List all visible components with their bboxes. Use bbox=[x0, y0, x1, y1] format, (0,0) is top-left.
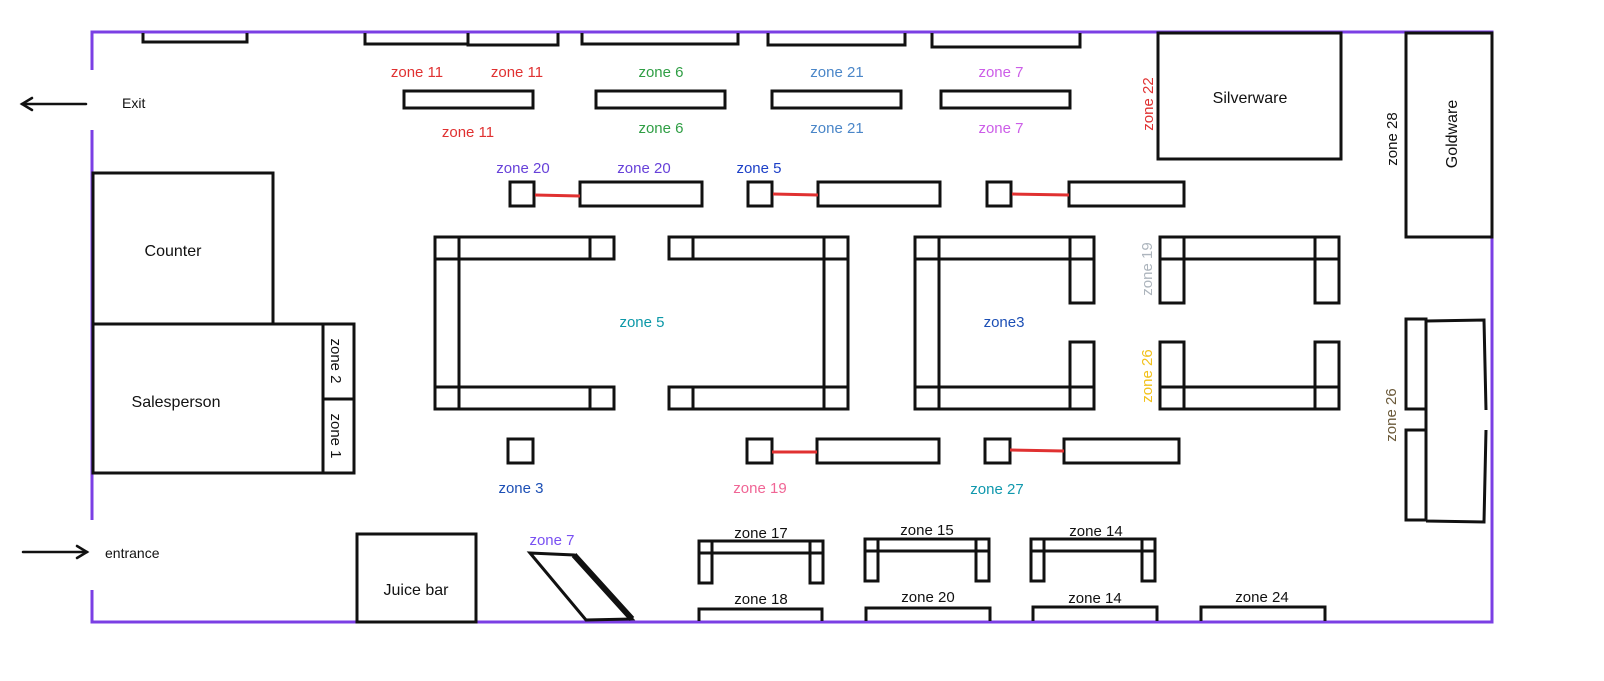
long-shelf bbox=[1067, 180, 1186, 208]
small-stand bbox=[983, 437, 1012, 465]
zone7-bottom-label: zone 7 bbox=[529, 532, 574, 549]
zone20-label: zone 20 bbox=[496, 160, 549, 177]
exit-arrow-icon bbox=[19, 96, 88, 112]
zone17-label: zone 17 bbox=[734, 525, 787, 542]
long-shelf bbox=[816, 180, 942, 208]
shelf-zone11 bbox=[402, 89, 535, 110]
table-shelf-zone14 bbox=[1029, 537, 1157, 583]
wall-shelf-right bbox=[1404, 428, 1428, 522]
zone21-label: zone 21 bbox=[810, 64, 863, 81]
zone14-label: zone 14 bbox=[1069, 523, 1122, 540]
shelf-zone21 bbox=[770, 89, 903, 110]
wall-shelf bbox=[930, 33, 1082, 49]
wall-shelf bbox=[766, 33, 907, 47]
zone6-label: zone 6 bbox=[638, 64, 683, 81]
shelf-block-a bbox=[433, 235, 616, 411]
slanted-shelf-edge bbox=[571, 552, 635, 622]
long-shelf bbox=[815, 437, 941, 465]
zone19-label: zone 19 bbox=[733, 480, 786, 497]
entrance-label: entrance bbox=[105, 545, 160, 561]
wall-shelf bbox=[363, 33, 470, 46]
small-stand bbox=[508, 180, 536, 208]
connector bbox=[1011, 192, 1070, 197]
wall-shelf-right bbox=[1404, 317, 1428, 411]
shelf-block-d bbox=[1158, 235, 1341, 411]
zone11-label: zone 11 bbox=[442, 124, 494, 141]
small-stand bbox=[985, 180, 1013, 208]
goldware-section bbox=[1404, 31, 1494, 239]
connector bbox=[772, 192, 819, 197]
zone2-label: zone 2 bbox=[327, 338, 344, 383]
zone20-bottom-label: zone 20 bbox=[901, 589, 954, 606]
connector bbox=[1009, 448, 1065, 453]
salesperson-label: Salesperson bbox=[132, 394, 221, 411]
shelf-block-b bbox=[667, 235, 850, 411]
goldware-label: Goldware bbox=[1444, 100, 1461, 169]
table-shelf-zone15 bbox=[863, 537, 991, 583]
zone27-label: zone 27 bbox=[970, 481, 1023, 498]
zone21-label: zone 21 bbox=[810, 120, 863, 137]
zone20-label: zone 20 bbox=[617, 160, 670, 177]
wall-shelf-zone18 bbox=[697, 607, 824, 621]
table-shelf-zone17 bbox=[697, 539, 825, 585]
wall-shelf-zone14 bbox=[1031, 605, 1159, 621]
zone26-side-label: zone 26 bbox=[1139, 349, 1156, 402]
zone5-center-label: zone 5 bbox=[619, 314, 664, 331]
small-stand bbox=[506, 437, 535, 465]
zone1-label: zone 1 bbox=[327, 413, 344, 458]
zone7-label: zone 7 bbox=[978, 120, 1023, 137]
zone19-side-label: zone 19 bbox=[1139, 242, 1156, 295]
small-stand bbox=[746, 180, 774, 208]
wall-shelf bbox=[466, 33, 560, 47]
zone24-label: zone 24 bbox=[1235, 589, 1288, 606]
long-shelf bbox=[1062, 437, 1181, 465]
shelf-zone7 bbox=[939, 89, 1072, 110]
exit-label: Exit bbox=[122, 95, 145, 111]
zone28-label: zone 28 bbox=[1384, 112, 1401, 165]
wall-display-right bbox=[1424, 318, 1488, 524]
zone18-label: zone 18 bbox=[734, 591, 787, 608]
wall-shelf-zone24 bbox=[1199, 605, 1327, 621]
zone3-center-label: zone3 bbox=[984, 314, 1025, 331]
zone7-label: zone 7 bbox=[978, 64, 1023, 81]
silverware-section bbox=[1156, 31, 1343, 161]
long-shelf bbox=[578, 180, 704, 208]
zone11-label: zone 11 bbox=[491, 64, 543, 81]
zone26-right-label: zone 26 bbox=[1383, 388, 1400, 441]
zone6-label: zone 6 bbox=[638, 120, 683, 137]
juice-bar-label: Juice bar bbox=[384, 582, 450, 599]
wall-shelf bbox=[580, 33, 740, 46]
zone5-label: zone 5 bbox=[736, 160, 781, 177]
connector bbox=[534, 193, 581, 198]
zone15-label: zone 15 bbox=[900, 522, 953, 539]
shelf-block-c bbox=[913, 235, 1096, 411]
small-stand bbox=[745, 437, 774, 465]
shelf-zone6 bbox=[594, 89, 727, 110]
zone1-shelf bbox=[321, 397, 356, 475]
wall-shelf bbox=[141, 33, 249, 44]
zone3-label: zone 3 bbox=[498, 480, 543, 497]
silverware-label: Silverware bbox=[1213, 90, 1288, 107]
entrance-arrow-icon bbox=[21, 544, 90, 560]
zone11-label: zone 11 bbox=[391, 64, 443, 81]
zone14-bottom-label: zone 14 bbox=[1068, 590, 1121, 607]
store-outline bbox=[90, 30, 1494, 624]
juice-bar bbox=[355, 532, 478, 624]
zone22-label: zone 22 bbox=[1140, 77, 1157, 130]
wall-shelf-zone20 bbox=[864, 606, 992, 621]
counter-label: Counter bbox=[145, 243, 203, 260]
